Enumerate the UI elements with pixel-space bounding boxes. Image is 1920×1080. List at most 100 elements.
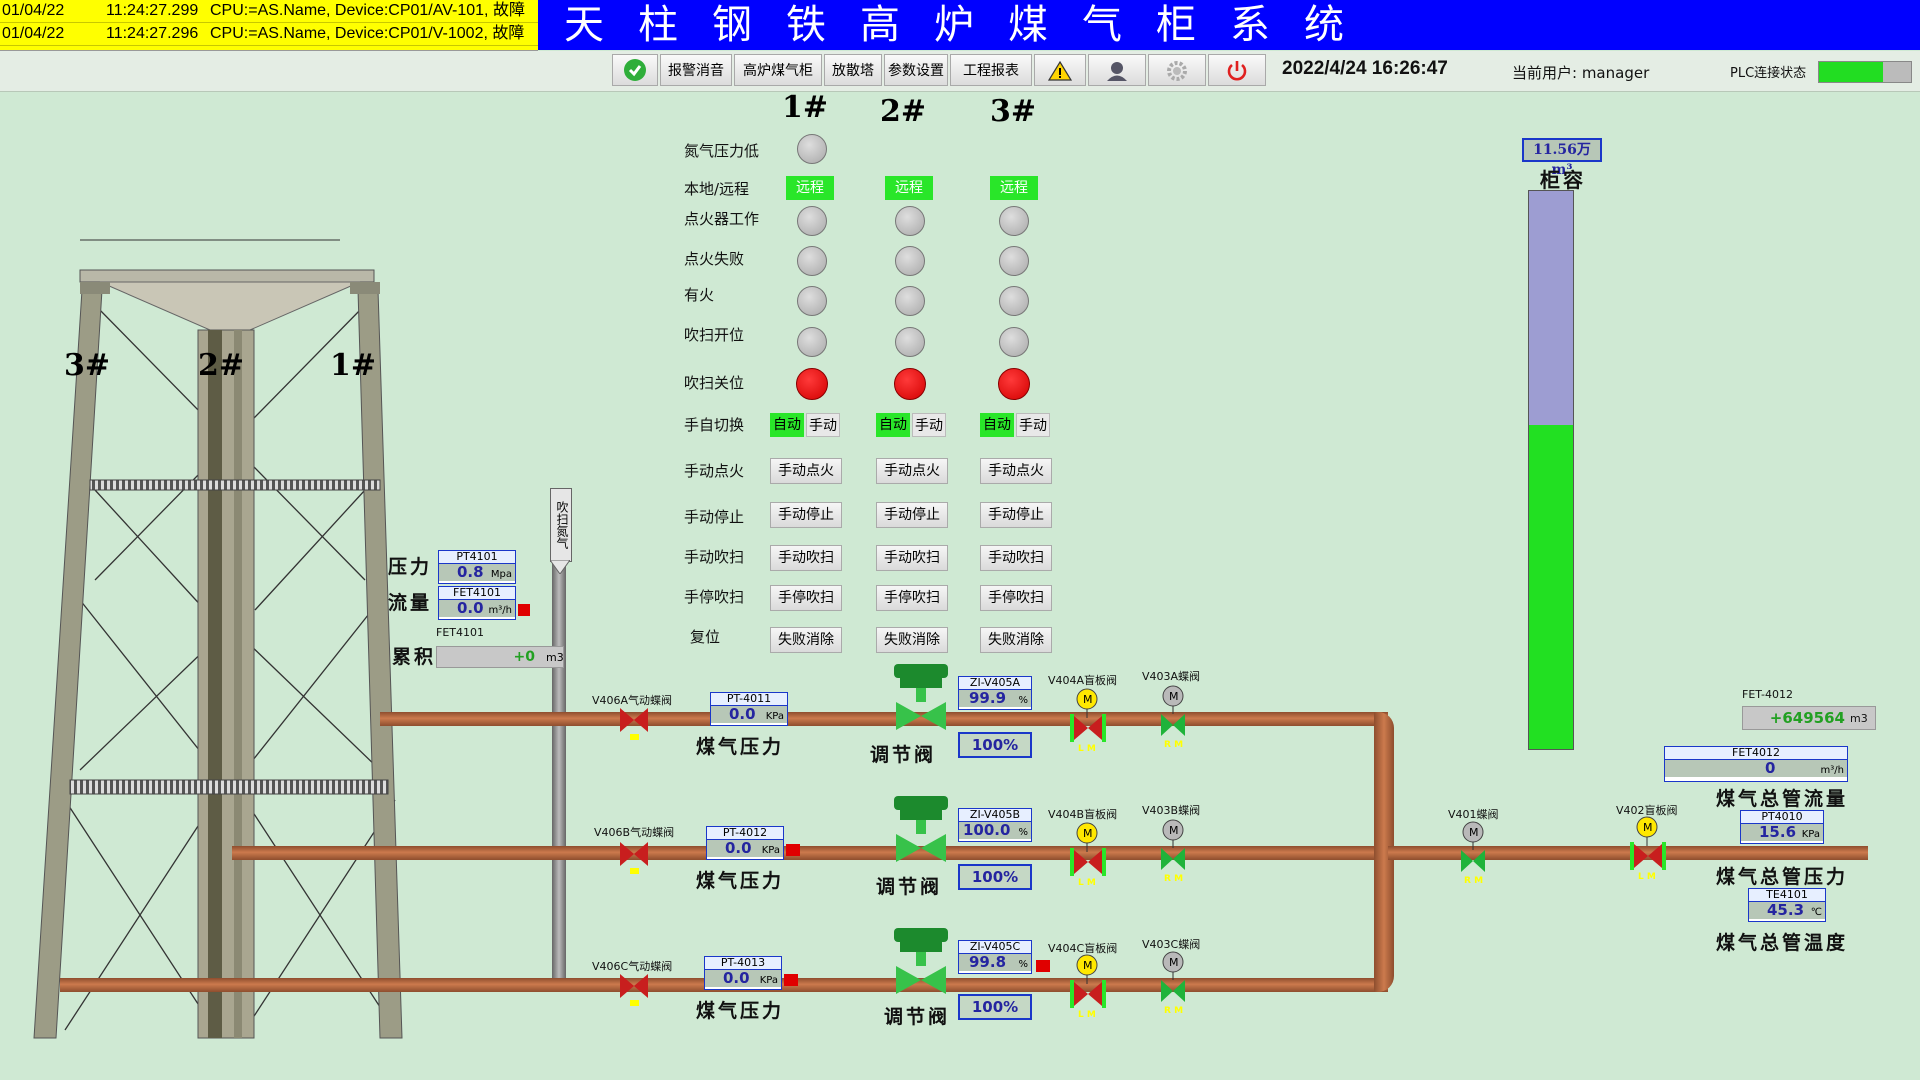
fet4101-value: 0.0 bbox=[457, 599, 484, 617]
manual-stop-button-3[interactable]: 手动停止 bbox=[980, 502, 1052, 528]
regulating-valve-b[interactable] bbox=[888, 792, 954, 864]
te4101-tag: TE4101 45.3℃ bbox=[1748, 888, 1826, 922]
valve-label: V406A气动蝶阀 bbox=[592, 694, 673, 707]
valve-setpoint-a[interactable]: 100% bbox=[958, 732, 1032, 758]
svg-text:M: M bbox=[1083, 827, 1093, 840]
regulating-valve-a[interactable] bbox=[888, 660, 954, 732]
alarm-indicator bbox=[786, 844, 800, 856]
blind-valve-v404a[interactable]: ML M bbox=[1070, 688, 1106, 752]
svg-text:R M: R M bbox=[1164, 1006, 1183, 1014]
lamp-purge-open-2 bbox=[895, 327, 925, 357]
confirm-button[interactable] bbox=[612, 54, 658, 86]
blind-valve-v404b[interactable]: M L M bbox=[1070, 822, 1106, 886]
butterfly-valve-v401[interactable]: MR M bbox=[1458, 820, 1490, 884]
lamp-igniter-1 bbox=[797, 206, 827, 236]
user-button[interactable] bbox=[1088, 54, 1146, 86]
row-label: 手自切换 bbox=[684, 416, 745, 434]
manual-ignite-button-1[interactable]: 手动点火 bbox=[770, 458, 842, 484]
holder-level-fill bbox=[1529, 425, 1573, 749]
manual-purge-button-2[interactable]: 手动吹扫 bbox=[876, 545, 948, 571]
butterfly-valve-v403b[interactable]: MR M bbox=[1158, 818, 1190, 882]
gas-holder-button[interactable]: 高炉煤气柜 bbox=[734, 54, 822, 86]
butterfly-valve-v406b[interactable] bbox=[618, 838, 650, 874]
svg-text:L M: L M bbox=[1078, 744, 1096, 752]
stop-purge-button-3[interactable]: 手停吹扫 bbox=[980, 585, 1052, 611]
blind-valve-v404c[interactable]: ML M bbox=[1070, 954, 1106, 1018]
plc-status-label: PLC连接状态 bbox=[1730, 66, 1807, 81]
fet4012-total-display: +649564 bbox=[1742, 706, 1876, 730]
lamp-purge-open-3 bbox=[999, 327, 1029, 357]
butterfly-valve-v403c[interactable]: MR M bbox=[1158, 950, 1190, 1014]
alarm-indicator bbox=[784, 974, 798, 986]
stop-purge-button-1[interactable]: 手停吹扫 bbox=[770, 585, 842, 611]
remote-indicator-1[interactable]: 远程 bbox=[786, 176, 834, 200]
butterfly-valve-v406a[interactable] bbox=[618, 704, 650, 740]
tag-unit: Mpa bbox=[490, 569, 512, 580]
reports-button[interactable]: 工程报表 bbox=[950, 54, 1032, 86]
reset-fail-button-3[interactable]: 失败消除 bbox=[980, 627, 1052, 653]
datetime: 2022/4/24 16:26:47 bbox=[1282, 58, 1448, 79]
auto-button-2[interactable]: 自动 bbox=[876, 413, 910, 437]
row-label: 手动点火 bbox=[684, 462, 745, 480]
manual-ignite-button-3[interactable]: 手动点火 bbox=[980, 458, 1052, 484]
manual-purge-button-1[interactable]: 手动吹扫 bbox=[770, 545, 842, 571]
regulating-valve-c[interactable] bbox=[888, 924, 954, 996]
main-pressure-label: 煤气总管压力 bbox=[1716, 866, 1849, 888]
manual-button-3[interactable]: 手动 bbox=[1016, 413, 1050, 437]
alarm-date: 01/04/22 bbox=[2, 25, 65, 42]
settings-button[interactable] bbox=[1148, 54, 1206, 86]
tag-value: 45.3℃ bbox=[1749, 902, 1825, 919]
parameters-button[interactable]: 参数设置 bbox=[884, 54, 948, 86]
reset-fail-button-1[interactable]: 失败消除 bbox=[770, 627, 842, 653]
reset-fail-button-2[interactable]: 失败消除 bbox=[876, 627, 948, 653]
lamp-ignite-fail-3 bbox=[999, 246, 1029, 276]
lamp-purge-open-1 bbox=[797, 327, 827, 357]
v402-label: V402盲板阀 bbox=[1616, 804, 1678, 817]
svg-text:R M: R M bbox=[1164, 740, 1183, 748]
zi-v405b-tag: ZI-V405B 100.0% bbox=[958, 808, 1032, 842]
warning-button[interactable] bbox=[1034, 54, 1086, 86]
auto-button-1[interactable]: 自动 bbox=[770, 413, 804, 437]
svg-text:M: M bbox=[1169, 824, 1179, 837]
tag-unit: % bbox=[1018, 827, 1028, 838]
zi-v405c-tag: ZI-V405C 99.8% bbox=[958, 940, 1032, 974]
butterfly-valve-v403a[interactable]: MR M bbox=[1158, 684, 1190, 748]
remote-indicator-2[interactable]: 远程 bbox=[885, 176, 933, 200]
lamp-flame-1 bbox=[797, 286, 827, 316]
holder-volume-display: 11.56万m³ bbox=[1522, 138, 1602, 178]
tag-name: ZI-V405A bbox=[959, 677, 1031, 690]
manual-button-1[interactable]: 手动 bbox=[806, 413, 840, 437]
auto-button-3[interactable]: 自动 bbox=[980, 413, 1014, 437]
tag-name: PT-4011 bbox=[711, 693, 787, 706]
flare-total-unit: m3 bbox=[546, 651, 564, 664]
silence-alarm-button[interactable]: 报警消音 bbox=[660, 54, 732, 86]
power-button[interactable] bbox=[1208, 54, 1266, 86]
manual-ignite-button-2[interactable]: 手动点火 bbox=[876, 458, 948, 484]
valve-setpoint-c[interactable]: 100% bbox=[958, 994, 1032, 1020]
svg-text:M: M bbox=[1643, 821, 1653, 834]
manual-button-2[interactable]: 手动 bbox=[912, 413, 946, 437]
svg-text:L M: L M bbox=[1078, 878, 1096, 886]
stop-purge-button-2[interactable]: 手停吹扫 bbox=[876, 585, 948, 611]
butterfly-valve-v406c[interactable] bbox=[618, 970, 650, 1006]
blind-valve-v402[interactable]: ML M bbox=[1630, 816, 1666, 880]
manual-purge-button-3[interactable]: 手动吹扫 bbox=[980, 545, 1052, 571]
manual-stop-button-1[interactable]: 手动停止 bbox=[770, 502, 842, 528]
valve-setpoint-b[interactable]: 100% bbox=[958, 864, 1032, 890]
flare-tower-button[interactable]: 放散塔 bbox=[824, 54, 882, 86]
lamp-igniter-3 bbox=[999, 206, 1029, 236]
flare-total-display: +0 bbox=[436, 646, 564, 668]
manual-stop-button-2[interactable]: 手动停止 bbox=[876, 502, 948, 528]
blind-valve-label: V404C盲板阀 bbox=[1048, 942, 1118, 955]
remote-indicator-3[interactable]: 远程 bbox=[990, 176, 1038, 200]
tower-label-1: 1# bbox=[330, 348, 377, 383]
column-3: 3# bbox=[990, 94, 1037, 129]
